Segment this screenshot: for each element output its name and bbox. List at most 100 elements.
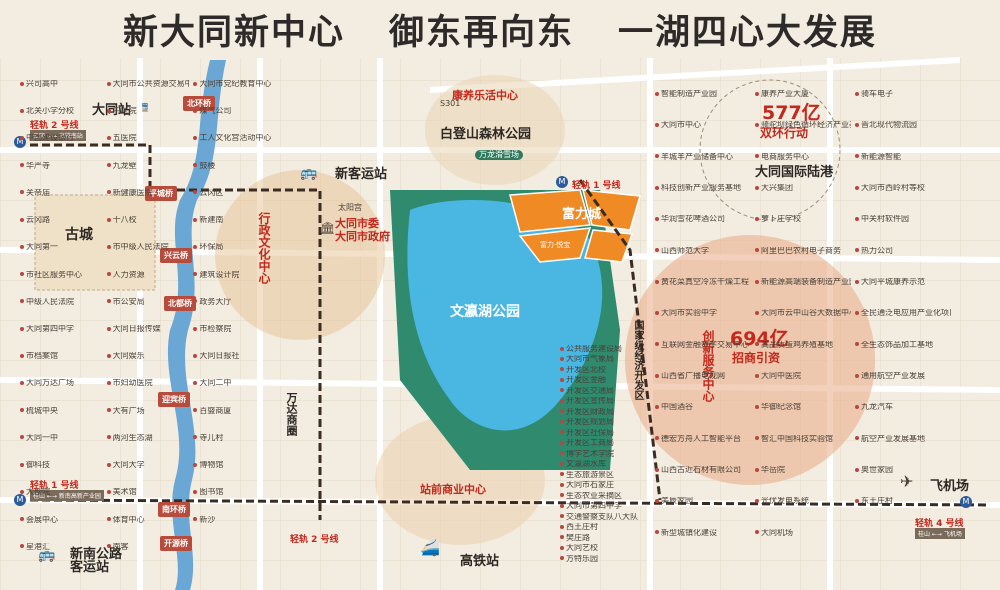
poi-label: 大同市气象局 xyxy=(560,355,614,363)
poi-label: 康养产业大厦 xyxy=(755,90,809,98)
poi-label: 新型城镇化建设 xyxy=(655,529,717,537)
poi-label: 大同万达广场 xyxy=(20,379,74,387)
poi-label: 政务大厅 xyxy=(193,298,231,306)
investment-amount-1: 577亿 xyxy=(762,102,821,124)
new-bus-station-label: 新客运站 xyxy=(335,167,388,182)
poi-label: 关帝庙 xyxy=(20,189,50,197)
airport-label: 飞机场 xyxy=(930,479,970,494)
poi-label: 西王庄村 xyxy=(560,523,598,531)
poi-label: 山西古近石材有限公司 xyxy=(655,466,741,474)
poi-label: 方特乐园 xyxy=(560,555,598,563)
poi-label: 全生态饰品加工基地 xyxy=(855,341,933,349)
metro-line4: 轻轨 4 号线 xyxy=(915,519,964,529)
poi-label: 大同娱乐 xyxy=(107,352,145,360)
poi-label: 博物馆 xyxy=(193,461,223,469)
intl-port-label: 大同国际陆港 xyxy=(755,165,834,180)
poi-label: 煤气公司 xyxy=(193,107,231,115)
bridge-kaiyuan: 开源桥 xyxy=(160,536,192,551)
poi-label: 科技创新产业服务基地 xyxy=(655,184,741,192)
ski-resort-label: 万龙滑雪场 xyxy=(475,150,523,160)
poi-label: 互联网金融数字交易中心 xyxy=(655,341,749,349)
health-zone xyxy=(425,75,565,185)
bridge-nanhuan: 南环桥 xyxy=(158,502,190,517)
poi-label: 云冈区 xyxy=(193,189,223,197)
poi-label: 中级人民法院 xyxy=(20,298,74,306)
poi-label: 大同二中 xyxy=(193,379,231,387)
metro-line1-sub: 桂山 ←→ 新南高新产业园 xyxy=(30,490,104,501)
poi-label: 山西省广播电视网 xyxy=(655,372,725,380)
poi-label: 生态农业采摘区 xyxy=(560,492,622,500)
poi-label: 鼓楼 xyxy=(193,162,215,170)
poi-label: 大同市西岭村等校 xyxy=(855,184,925,192)
bridge-pingcheng: 平城桥 xyxy=(145,186,177,201)
poi-label: 文瀛湖水库 xyxy=(560,460,606,468)
government-icon: 🏛 xyxy=(320,221,336,235)
poi-label: 会展中心 xyxy=(20,516,58,524)
poi-label: 市社区服务中心 xyxy=(20,271,82,279)
bus-icon: 🚌 xyxy=(38,547,56,563)
poi-label: 寺儿村 xyxy=(193,434,223,442)
poi-label: 大同市第四中学 xyxy=(560,502,622,510)
poi-label: 华御纪念馆 xyxy=(755,403,801,411)
fuli-city-label: 富力城 xyxy=(562,207,602,222)
poi-label: 智能制造产业园 xyxy=(655,90,717,98)
poi-label: 开发区财政局 xyxy=(560,408,614,416)
poi-label: 新健康医院 xyxy=(107,189,153,197)
poi-label: 大同市实验中学 xyxy=(655,309,717,317)
poi-label: 五医院 xyxy=(107,134,137,142)
poi-label: 德宏方舟人工智能平台 xyxy=(655,435,741,443)
dev-zone-label: 国家级经济开发区 xyxy=(632,320,643,400)
poi-label: 大同中医院 xyxy=(755,372,801,380)
culture-zone-label: 行政文化中心 xyxy=(257,212,271,284)
poi-label: 山西师范大学 xyxy=(655,247,709,255)
lake-park-label: 文瀛湖公园 xyxy=(450,304,520,320)
poi-label: 大同机场 xyxy=(755,529,793,537)
south-bus-station-label: 新南公路客运站 xyxy=(70,547,123,575)
bridge-xingyun: 兴云桥 xyxy=(160,248,192,263)
investment-label-1: 双环行动 xyxy=(760,126,809,140)
metro-lines xyxy=(29,143,991,520)
poi-label: 骑车电子 xyxy=(855,90,893,98)
poi-label: 大同平城康养示范 xyxy=(855,278,925,286)
train-icon: 🚄 xyxy=(420,538,440,557)
poi-label: 大兴集团 xyxy=(755,184,793,192)
port-zone xyxy=(699,79,841,221)
poi-label: 新能源高端装备制造产业园 xyxy=(755,278,851,286)
metro-line1-left: 轻轨 1 号线 xyxy=(30,481,79,491)
poi-label: 光伏发电系统 xyxy=(755,497,809,505)
poi-label: 开发区金融 xyxy=(560,376,606,384)
poi-label: 大同大学 xyxy=(107,461,145,469)
poi-label: 十八校 xyxy=(107,216,137,224)
poi-label: 华润雪花啤酒公司 xyxy=(655,215,725,223)
poi-label: 萝卜庄学校 xyxy=(755,215,801,223)
taiyang-palace-label: 太阳宫 xyxy=(338,203,362,212)
plane-icon: ✈ xyxy=(900,472,914,491)
poi-label: 美辰家园 xyxy=(655,497,693,505)
poi-label: 中国酒谷 xyxy=(655,403,693,411)
poi-label: 兴司高中 xyxy=(20,80,58,88)
poi-label: 大同第一 xyxy=(20,243,58,251)
poi-label: 大同市党纪教育中心 xyxy=(193,80,271,88)
poi-label: 开发区社保局 xyxy=(560,429,614,437)
poi-label: 开发区宣传局 xyxy=(560,397,614,405)
poi-label: 市公安局 xyxy=(107,298,145,306)
poi-label: 环保局 xyxy=(193,243,223,251)
culture-zone-circle xyxy=(215,170,385,340)
poi-label: 博学艺术学院 xyxy=(560,450,614,458)
headline: 新大同新中心 御东再向东 一湖四心大发展 xyxy=(0,0,1000,58)
metro-icon: M xyxy=(556,176,568,188)
baideng-park-label: 白登山森林公园 xyxy=(440,127,532,142)
poi-label: 大剧院 xyxy=(20,488,50,496)
ancient-city-label: 古城 xyxy=(65,227,93,243)
poi-label: 九龙汽车 xyxy=(855,403,893,411)
poi-label: 大同一中 xyxy=(20,434,58,442)
bridge-beidu: 北都桥 xyxy=(164,296,196,311)
poi-label: 奥世家园 xyxy=(855,466,893,474)
hsr-station-label: 高铁站 xyxy=(460,554,500,569)
poi-label: 大同市中心 xyxy=(655,121,701,129)
poi-label: 两河生态湖 xyxy=(107,434,153,442)
poi-label: 建筑设计院 xyxy=(193,271,239,279)
poi-label: 市档案馆 xyxy=(20,352,58,360)
